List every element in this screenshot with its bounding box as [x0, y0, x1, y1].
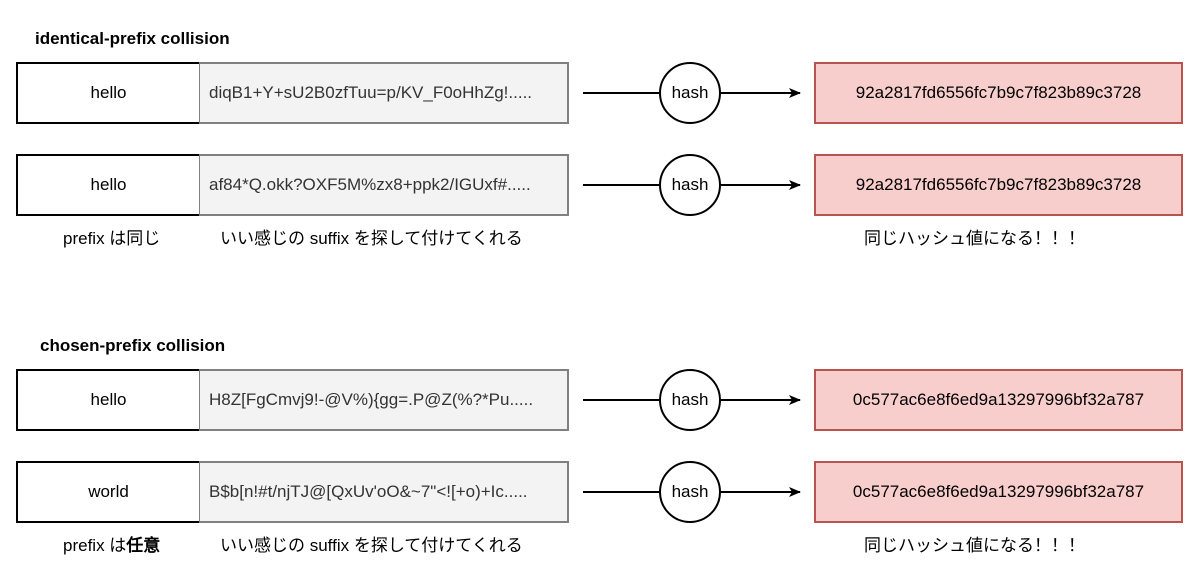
- suffix-caption: いい感じの suffix を探して付けてくれる: [220, 536, 523, 555]
- hash-output-box: 92a2817fd6556fc7b9c7f823b89c3728: [814, 62, 1183, 124]
- hash-output-box: 0c577ac6e8f6ed9a13297996bf32a787: [814, 369, 1183, 431]
- hash-output-box: 0c577ac6e8f6ed9a13297996bf32a787: [814, 461, 1183, 523]
- prefix-caption-emphasis: 任意: [126, 536, 161, 555]
- hash-function-node: hash: [659, 369, 721, 431]
- hash-function-node: hash: [659, 154, 721, 216]
- output-caption: 同じハッシュ値になる！！！: [864, 229, 1085, 248]
- prefix-caption: prefix は同じ: [63, 229, 161, 248]
- prefix-caption-label: prefix は: [63, 536, 127, 555]
- prefix-caption: prefix は任意: [63, 536, 160, 556]
- hash-output-box: 92a2817fd6556fc7b9c7f823b89c3728: [814, 154, 1183, 216]
- hash-function-node: hash: [659, 62, 721, 124]
- suffix-box: diqB1+Y+sU2B0zfTuu=p/KV_F0oHhZg!.....: [199, 62, 569, 124]
- suffix-box: B$b[n!#t/njTJ@[QxUv'oO&~7"<![+o)+Ic.....: [199, 461, 569, 523]
- prefix-box: world: [16, 461, 201, 523]
- suffix-box: af84*Q.okk?OXF5M%zx8+ppk2/IGUxf#.....: [199, 154, 569, 216]
- chosen-prefix-title: chosen-prefix collision: [40, 336, 226, 355]
- prefix-box: hello: [16, 154, 201, 216]
- identical-prefix-title: identical-prefix collision: [35, 29, 230, 48]
- suffix-caption: いい感じの suffix を探して付けてくれる: [220, 229, 523, 248]
- output-caption: 同じハッシュ値になる！！！: [864, 536, 1085, 555]
- prefix-box: hello: [16, 62, 201, 124]
- prefix-box: hello: [16, 369, 201, 431]
- hash-function-node: hash: [659, 461, 721, 523]
- suffix-box: H8Z[FgCmvj9!-@V%){gg=.P@Z(%?*Pu.....: [199, 369, 569, 431]
